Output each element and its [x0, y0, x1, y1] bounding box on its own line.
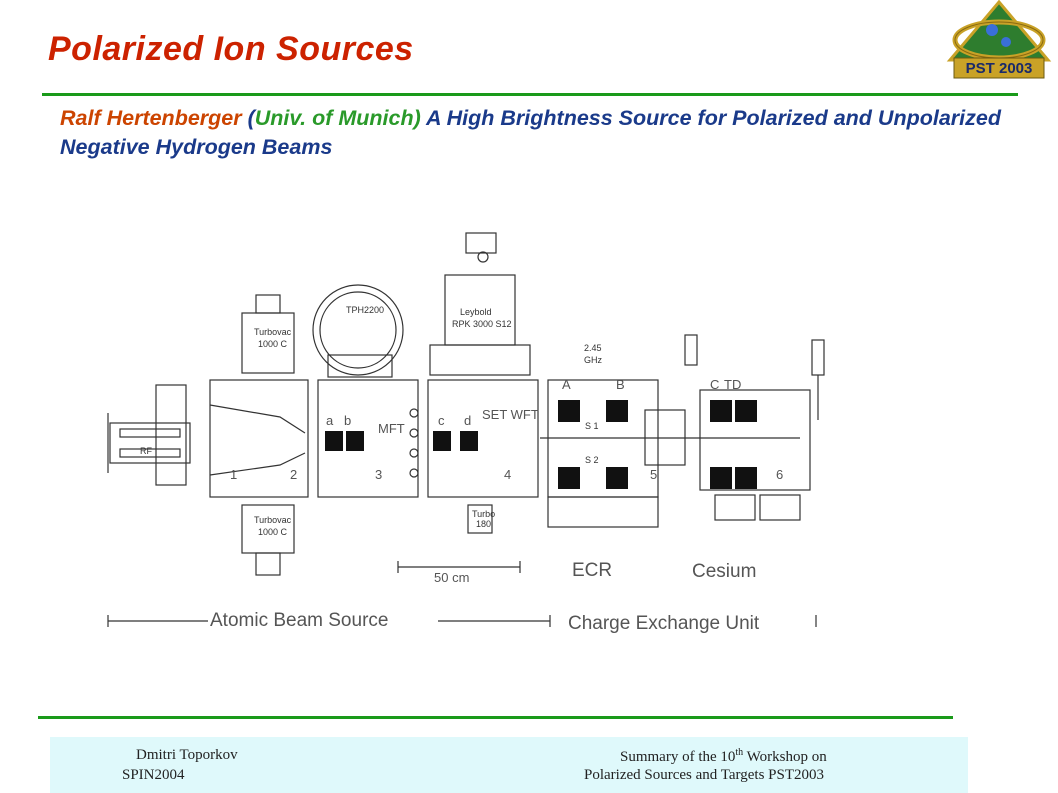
label-s1: S 1 [585, 421, 599, 431]
label-charge-exchange-unit: Charge Exchange Unit [568, 613, 760, 634]
footer-author: Dmitri Toporkov [136, 747, 238, 763]
label-mft: MFT [378, 421, 405, 436]
footer: Dmitri Toporkov SPIN2004 Summary of the … [50, 737, 968, 793]
label-c-lower: c [438, 413, 445, 428]
footer-summary-line2: Polarized Sources and Targets PST2003 [584, 767, 825, 783]
label-n6: 6 [776, 467, 783, 482]
ion-source-diagram: Turbovac 1000 C Turbovac 1000 C TPH2200 … [107, 232, 825, 634]
label-n2: 2 [290, 467, 297, 482]
label-freq-unit: GHz [584, 355, 603, 365]
label-n4: 4 [504, 467, 511, 482]
footer-summary-post: Workshop on [743, 749, 827, 765]
label-n5: 5 [650, 467, 657, 482]
label-ecr: ECR [572, 560, 612, 581]
footer-summary-sup: th [735, 747, 744, 758]
footer-summary-pre: Summary of the 10 [620, 749, 736, 765]
label-s2: S 2 [585, 455, 599, 465]
label-turbo: Turbo [472, 509, 495, 519]
label-TD: TD [724, 377, 741, 392]
label-cesium: Cesium [692, 561, 756, 582]
label-tph: TPH2200 [346, 305, 384, 315]
label-rf: RF [140, 446, 152, 456]
footer-conference: SPIN2004 [122, 767, 185, 783]
label-B: B [616, 377, 625, 392]
label-atomic-beam-source: Atomic Beam Source [210, 610, 388, 631]
subtitle-author: Ralf Hertenberger [60, 106, 242, 130]
subtitle-institution: Univ. of Munich) [254, 106, 421, 130]
slide-title: Polarized Ion Sources [48, 30, 414, 68]
label-turbovac-top-model: 1000 C [258, 339, 288, 349]
label-turbovac-top: Turbovac [254, 327, 292, 337]
slide-subtitle: Ralf Hertenberger (Univ. of Munich) A Hi… [60, 104, 1020, 162]
label-C: C [710, 377, 719, 392]
label-leybold-model: RPK 3000 S12 [452, 319, 512, 329]
top-divider [42, 93, 1018, 96]
label-A: A [562, 377, 571, 392]
label-scale: 50 cm [434, 570, 469, 585]
label-a-lower: a [326, 413, 334, 428]
label-freq: 2.45 [584, 343, 602, 353]
label-turbo-model: 180 [476, 519, 491, 529]
label-leybold: Leybold [460, 307, 492, 317]
label-turbovac-bottom-model: 1000 C [258, 527, 288, 537]
label-n3: 3 [375, 467, 382, 482]
subtitle-paren: ( [241, 106, 255, 130]
subtitle-talk-title: A High Brightness Source for Polarized a… [60, 106, 1001, 159]
label-b-lower: b [344, 413, 351, 428]
bottom-divider [38, 716, 953, 719]
label-d-lower: d [464, 413, 471, 428]
label-n1: 1 [230, 467, 237, 482]
label-turbovac-bottom: Turbovac [254, 515, 292, 525]
label-set-wft: SET WFT [482, 407, 539, 422]
pst-2003-logo: PST 2003 [946, 0, 1052, 79]
logo-text: PST 2003 [966, 60, 1033, 77]
footer-summary-line1: Summary of the 10th Workshop on [620, 747, 827, 766]
